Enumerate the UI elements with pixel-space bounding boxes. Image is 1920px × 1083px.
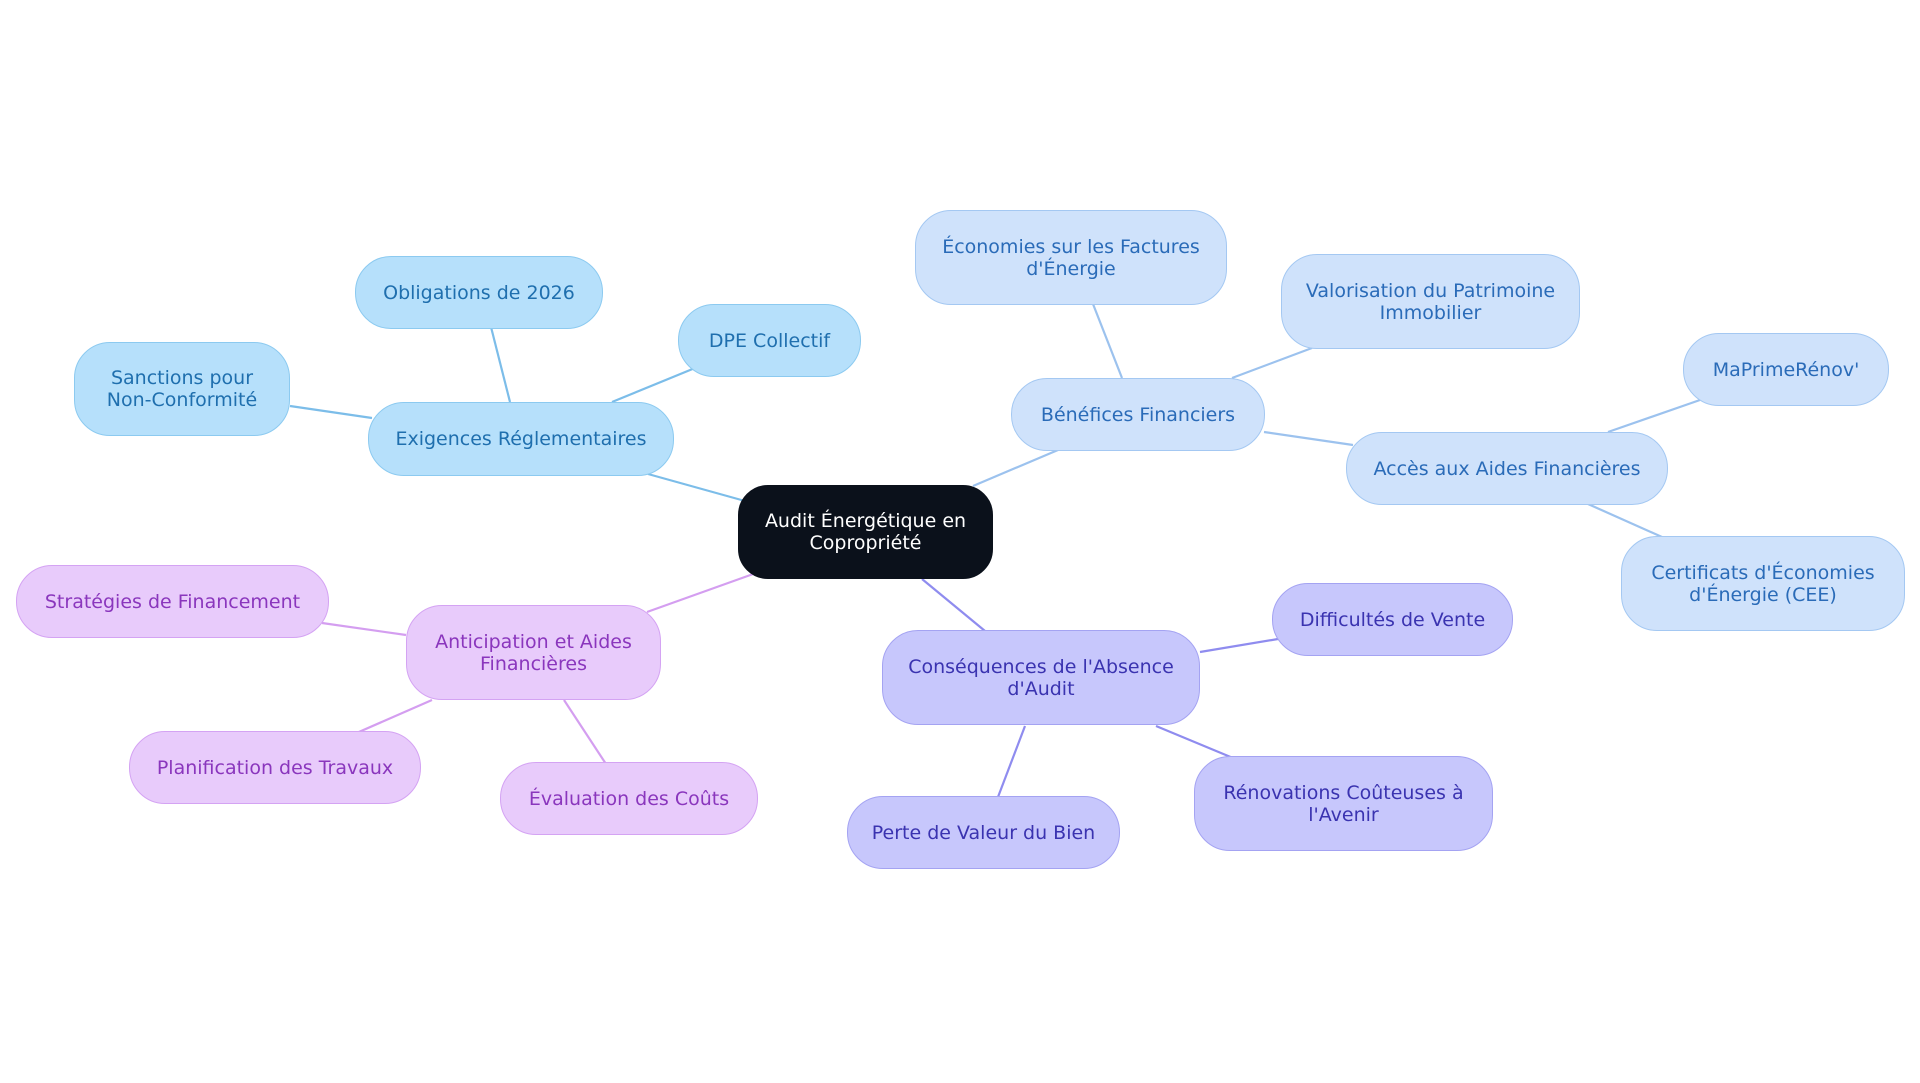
node-consequences-absence-audit[interactable]: Conséquences de l'Absence d'Audit [882, 630, 1200, 725]
edge-anticipation-evaluation [563, 699, 607, 765]
node-planification-travaux[interactable]: Planification des Travaux [129, 731, 421, 804]
edge-exigences-obligations [489, 326, 512, 403]
node-renovations-couteuses[interactable]: Rénovations Coûteuses à l'Avenir [1194, 756, 1493, 851]
node-sanctions-non-conformite[interactable]: Sanctions pour Non-Conformité [74, 342, 290, 436]
edge-consequences-renovations [1155, 724, 1234, 760]
root-node[interactable]: Audit Énergétique en Copropriété [738, 485, 993, 579]
node-certificats-cee[interactable]: Certificats d'Économies d'Énergie (CEE) [1621, 536, 1905, 631]
edge-acces-cee [1587, 502, 1663, 539]
edge-benefices-valorisation [1231, 346, 1313, 380]
edge-root-exigences [647, 472, 746, 503]
node-maprimerenov[interactable]: MaPrimeRénov' [1683, 333, 1889, 406]
edge-root-anticipation [646, 571, 757, 614]
edge-benefices-acces [1263, 430, 1354, 447]
node-anticipation-aides[interactable]: Anticipation et Aides Financières [406, 605, 661, 700]
node-perte-valeur-bien[interactable]: Perte de Valeur du Bien [847, 796, 1120, 869]
edge-exigences-sanctions [289, 404, 373, 420]
node-valorisation-patrimoine[interactable]: Valorisation du Patrimoine Immobilier [1281, 254, 1580, 349]
node-strategies-financement[interactable]: Stratégies de Financement [16, 565, 329, 638]
edge-root-benefices [972, 448, 1059, 488]
node-obligations-2026[interactable]: Obligations de 2026 [355, 256, 603, 329]
node-dpe-collectif[interactable]: DPE Collectif [678, 304, 861, 377]
edge-consequences-perte [996, 725, 1027, 798]
edge-acces-maprimerenov [1607, 398, 1701, 434]
node-difficultes-vente[interactable]: Difficultés de Vente [1272, 583, 1513, 656]
edge-consequences-difficultes [1199, 637, 1279, 654]
edge-benefices-economies [1091, 303, 1124, 379]
node-acces-aides-financieres[interactable]: Accès aux Aides Financières [1346, 432, 1668, 505]
node-evaluation-couts[interactable]: Évaluation des Coûts [500, 762, 758, 835]
edge-root-consequences [921, 578, 986, 632]
edge-exigences-dpe [611, 366, 696, 404]
edge-anticipation-planification [351, 698, 433, 737]
node-exigences-reglementaires[interactable]: Exigences Réglementaires [368, 402, 674, 476]
node-benefices-financiers[interactable]: Bénéfices Financiers [1011, 378, 1265, 451]
edge-anticipation-strategies [321, 621, 407, 637]
node-economies-factures[interactable]: Économies sur les Factures d'Énergie [915, 210, 1227, 305]
